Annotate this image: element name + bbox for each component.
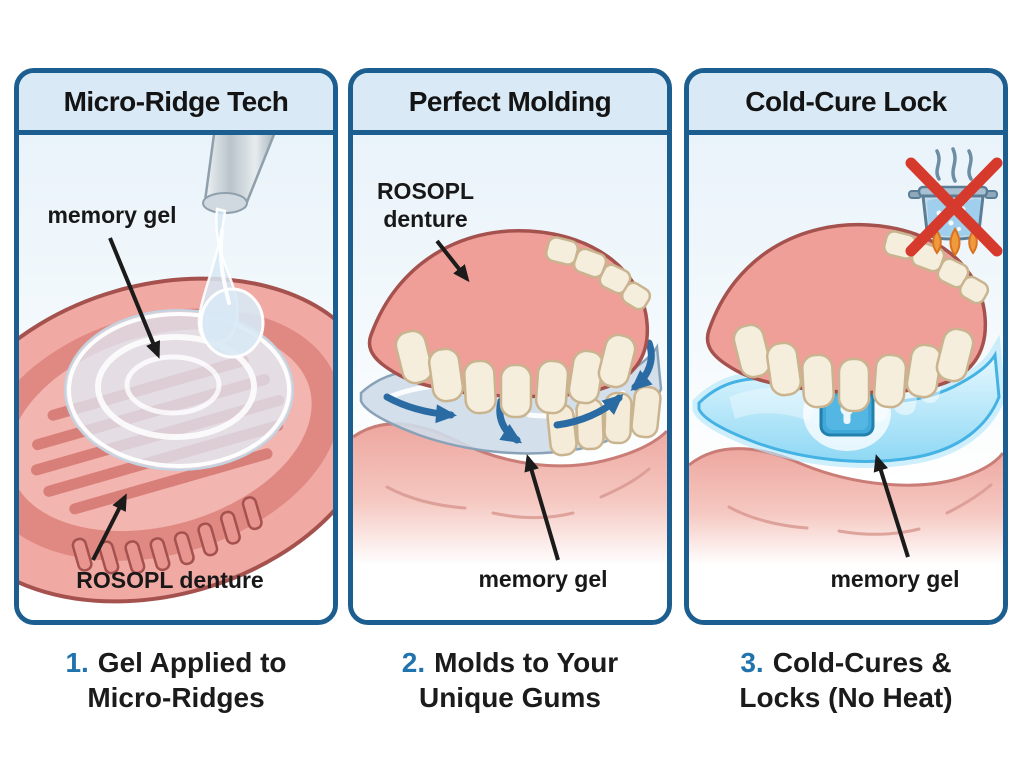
lower-gum xyxy=(689,447,1003,565)
panel-2-illustration: ROSOPL denture memory gel xyxy=(353,135,667,620)
caption-step-2: 2. Molds to Your Unique Gums xyxy=(348,645,672,715)
step-1-number: 1. xyxy=(65,647,89,678)
step-2-number: 2. xyxy=(401,647,426,678)
molding-scene xyxy=(353,228,667,565)
rosopl-denture-label: ROSOPL denture xyxy=(376,178,475,232)
panel-1-header: Micro-Ridge Tech xyxy=(19,73,333,135)
caption-3-line-1: 3. Cold-Cures & xyxy=(684,645,1008,680)
panel-1-title: Micro-Ridge Tech xyxy=(63,85,289,117)
caption-step-3: 3. Cold-Cures & Locks (No Heat) xyxy=(684,645,1008,715)
red-cross xyxy=(905,157,1003,257)
caption-1-text: Gel Applied to xyxy=(97,647,287,678)
annotation-arrows xyxy=(435,239,560,561)
caption-3-text: Cold-Cures & xyxy=(772,647,952,678)
caption-2-line-1: 2. Molds to Your xyxy=(348,645,672,680)
caption-3-line-2: Locks (No Heat) xyxy=(739,682,953,713)
annotation-arrows xyxy=(91,237,161,561)
caption-2-line-2: Unique Gums xyxy=(418,682,601,713)
memory-gel-label: memory gel xyxy=(47,202,177,228)
flame-icons xyxy=(932,227,978,257)
panel-perfect-molding: Perfect Molding xyxy=(348,68,672,625)
memory-gel-label: memory gel xyxy=(830,566,960,592)
panel-cold-cure-lock: Cold-Cure Lock xyxy=(684,68,1008,625)
gel-applicator xyxy=(197,135,276,359)
annotation-arrows xyxy=(873,454,910,558)
panel-1-illustration: memory gel ROSOPL denture xyxy=(19,135,333,620)
caption-1-line-1: 1. Gel Applied to xyxy=(14,645,338,680)
panel-row: Micro-Ridge Tech xyxy=(14,68,1008,625)
panel-3-header: Cold-Cure Lock xyxy=(689,73,1003,135)
panel-2-title: Perfect Molding xyxy=(408,85,612,117)
caption-1-line-2: Micro-Ridges xyxy=(87,682,265,713)
natural-teeth xyxy=(546,385,662,457)
ridge-teeth-nubs xyxy=(71,496,263,575)
upper-denture xyxy=(367,228,652,419)
micro-ridge-scene xyxy=(19,135,333,604)
denture-teeth-row xyxy=(732,323,975,413)
panel-micro-ridge-tech: Micro-Ridge Tech xyxy=(14,68,338,625)
panel-3-illustration: memory gel xyxy=(689,135,1003,620)
caption-2-text: Molds to Your xyxy=(434,647,619,678)
rosopl-denture-label: ROSOPL denture xyxy=(76,567,264,593)
caption-row: 1. Gel Applied to Micro-Ridges 2. Molds to… xyxy=(14,645,1008,715)
cold-cure-scene xyxy=(689,147,1003,565)
caption-step-1: 1. Gel Applied to Micro-Ridges xyxy=(14,645,338,715)
far-molars xyxy=(544,236,652,311)
panel-3-title: Cold-Cure Lock xyxy=(745,85,947,117)
step-3-number: 3. xyxy=(740,647,764,678)
no-heat-icon xyxy=(905,147,1003,257)
panel-2-header: Perfect Molding xyxy=(353,73,667,135)
locked-denture xyxy=(705,222,990,413)
denture-teeth-row xyxy=(394,329,637,419)
memory-gel-label: memory gel xyxy=(478,566,608,592)
